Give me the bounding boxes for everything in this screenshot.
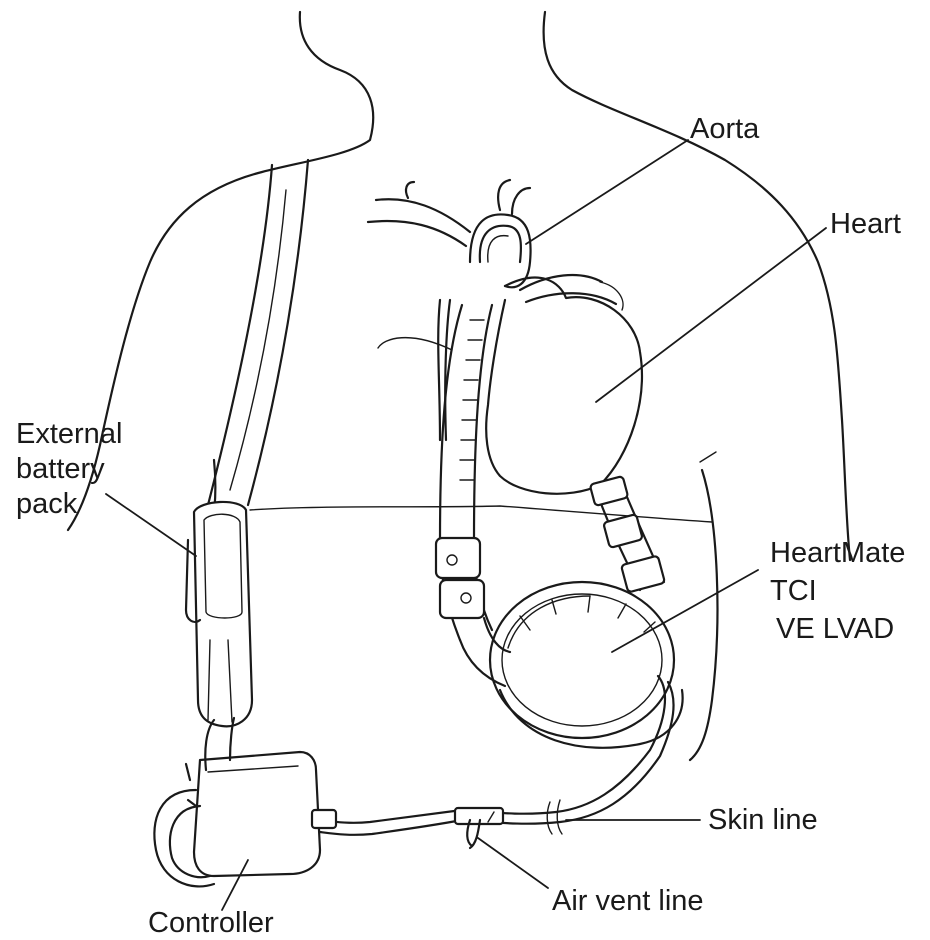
heartmate-label-line-1: HeartMate	[770, 537, 905, 569]
heartmate-pump	[460, 582, 683, 748]
heart-leader	[596, 228, 826, 402]
controller-label: Controller	[148, 907, 274, 939]
aorta-label: Aorta	[690, 113, 760, 145]
aorta	[368, 180, 531, 287]
heartmate-label: HeartMate TCI VE LVAD	[770, 537, 913, 645]
heartmate-label-line-2: TCI	[770, 575, 817, 607]
heart-label: Heart	[830, 208, 901, 240]
skin-line-label: Skin line	[708, 804, 818, 836]
battery-leader	[106, 494, 196, 556]
inflow-cannula	[590, 476, 665, 592]
heart	[378, 275, 642, 494]
heartmate-label-line-3: VE LVAD	[776, 613, 894, 645]
battery-strap	[208, 160, 308, 505]
external-battery-pack-label-line-3: pack	[16, 488, 78, 520]
aorta-leader	[526, 140, 688, 244]
external-battery-pack-label: External battery pack	[16, 418, 130, 520]
controller	[154, 718, 336, 886]
outflow-graft	[436, 305, 492, 640]
air-vent-leader	[478, 838, 548, 888]
air-vent-line-label: Air vent line	[552, 885, 704, 917]
external-battery-pack-label-line-1: External	[16, 418, 122, 450]
external-battery-pack-label-line-2: battery	[16, 453, 105, 485]
external-battery-pack	[186, 502, 252, 726]
